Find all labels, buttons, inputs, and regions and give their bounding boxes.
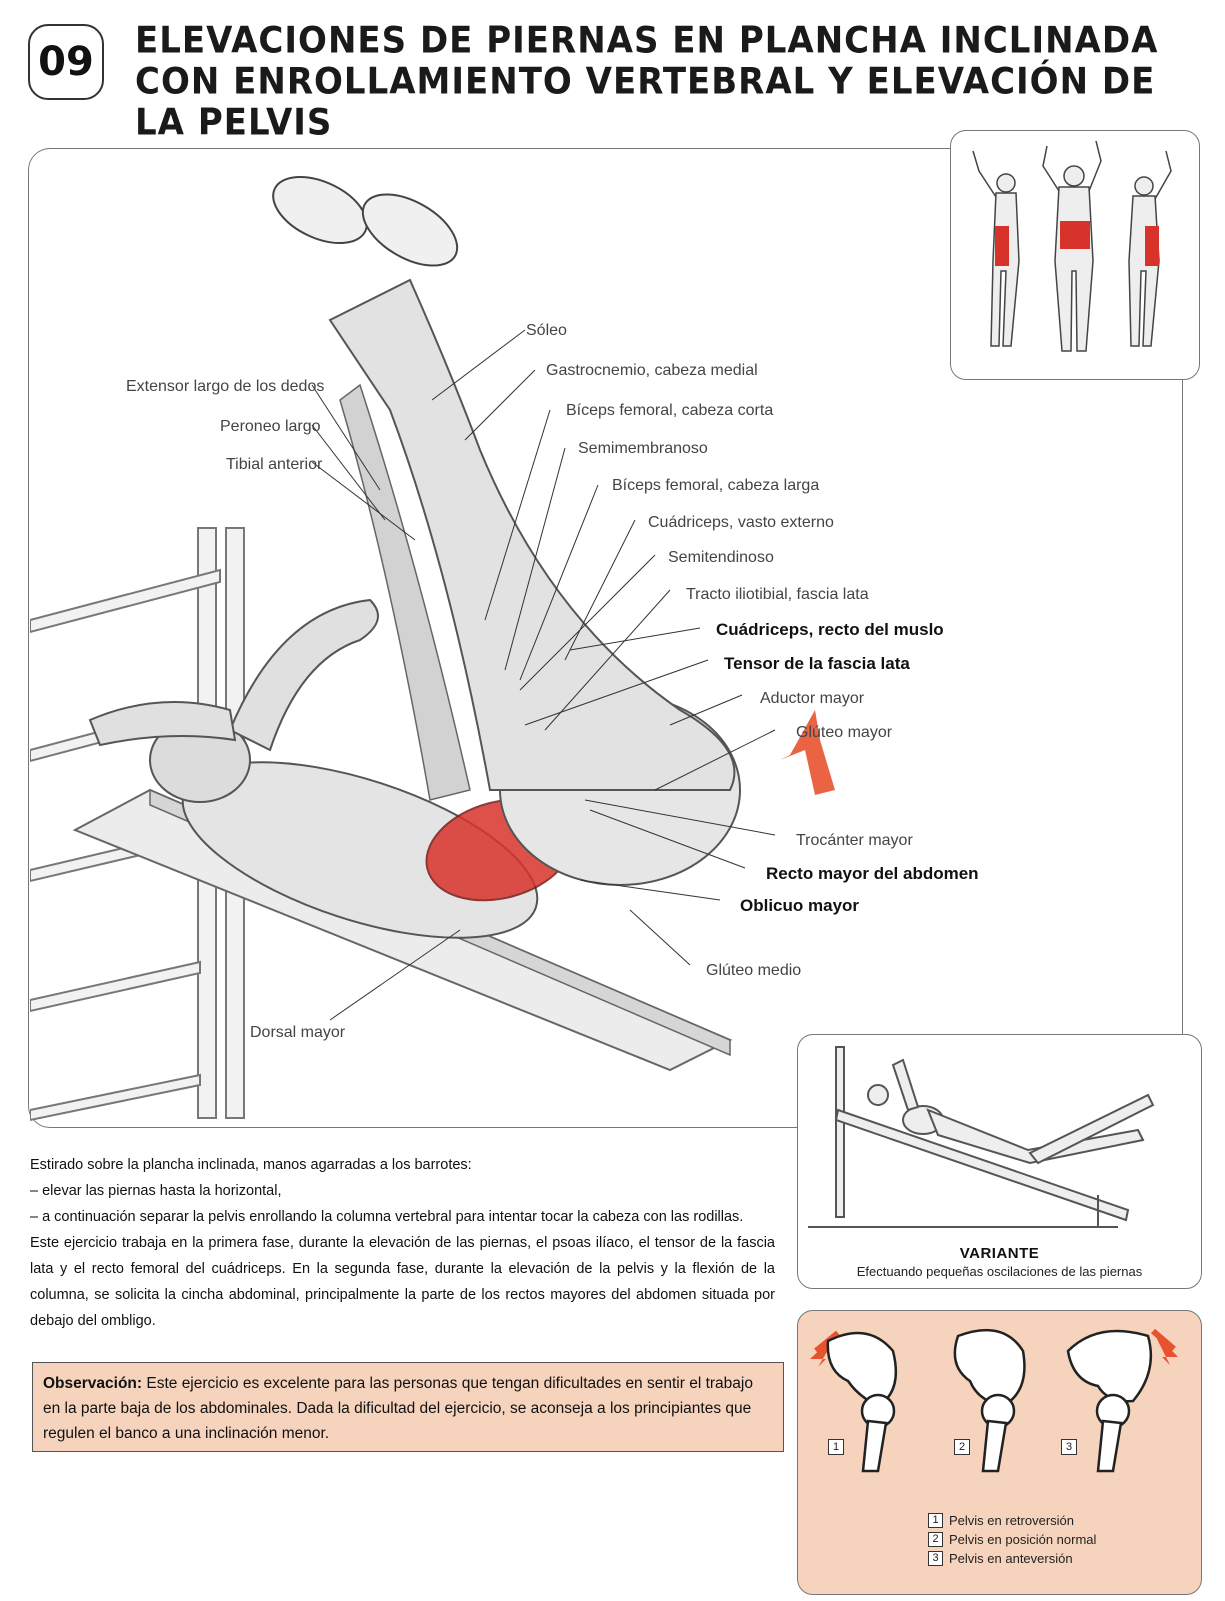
legend-text: Pelvis en anteversión — [949, 1551, 1073, 1566]
variant-panel: VARIANTE Efectuando pequeñas oscilacione… — [797, 1034, 1202, 1289]
label-peroneo: Peroneo largo — [220, 418, 321, 435]
description-body: Este ejercicio trabaja en la primera fas… — [30, 1235, 775, 1329]
up-arrow — [780, 710, 835, 795]
description-intro: Estirado sobre la plancha inclinada, man… — [30, 1157, 472, 1173]
legend-item: 2 Pelvis en posición normal — [928, 1530, 1096, 1549]
legend-text: Pelvis en retroversión — [949, 1513, 1074, 1528]
label-biceps-larga: Bíceps femoral, cabeza larga — [612, 477, 820, 494]
muscle-figures-illustration — [972, 140, 1172, 352]
abdominal-highlight — [995, 221, 1159, 266]
label-recto-muslo: Cuádriceps, recto del muslo — [716, 620, 944, 639]
label-semitendinoso: Semitendinoso — [668, 549, 774, 566]
legend-number: 2 — [928, 1532, 943, 1547]
label-semimembranoso: Semimembranoso — [578, 440, 708, 457]
legend-item: 3 Pelvis en anteversión — [928, 1549, 1096, 1568]
pelvis-number-1: 1 — [828, 1439, 844, 1455]
legs — [328, 278, 736, 791]
label-gluteo-medio: Glúteo medio — [706, 962, 802, 979]
pelvis-number-2: 2 — [954, 1439, 970, 1455]
label-recto-abdomen: Recto mayor del abdomen — [766, 864, 979, 883]
pelvis-legend: 1 Pelvis en retroversión 2 Pelvis en pos… — [928, 1511, 1096, 1568]
pelvis-positions-panel: 1 2 3 1 Pelvis en retroversión 2 Pelvis … — [797, 1310, 1202, 1595]
label-gastrocnemio: Gastrocnemio, cabeza medial — [546, 362, 758, 379]
label-oblicuo: Oblicuo mayor — [740, 896, 860, 915]
label-trocanter: Trocánter mayor — [796, 832, 913, 849]
observation-note: Observación: Este ejercicio es excelente… — [32, 1362, 784, 1452]
label-tracto: Tracto iliotibial, fascia lata — [686, 586, 869, 603]
legend-text: Pelvis en posición normal — [949, 1532, 1097, 1547]
muscle-figures-panel — [950, 130, 1200, 380]
label-tensor: Tensor de la fascia lata — [724, 654, 910, 673]
label-vasto-externo: Cuádriceps, vasto externo — [648, 514, 834, 531]
description: Estirado sobre la plancha inclinada, man… — [30, 1152, 775, 1334]
variant-title: VARIANTE — [959, 1245, 1040, 1262]
variant-caption: Efectuando pequeñas oscilaciones de las … — [856, 1264, 1143, 1279]
label-tibial: Tibial anterior — [226, 456, 323, 473]
observation-text: Este ejercicio es excelente para las per… — [43, 1375, 753, 1442]
label-biceps-corta: Bíceps femoral, cabeza corta — [566, 402, 774, 419]
label-extensor: Extensor largo de los dedos — [126, 378, 325, 395]
pelvis-number-3: 3 — [1061, 1439, 1077, 1455]
illustration-frame — [28, 148, 1183, 1128]
legend-item: 1 Pelvis en retroversión — [928, 1511, 1096, 1530]
label-gluteo-mayor: Glúteo mayor — [796, 724, 893, 741]
exercise-number: 09 — [28, 24, 104, 100]
label-aductor: Aductor mayor — [760, 690, 865, 707]
label-soleo: Sóleo — [526, 322, 567, 339]
observation-label: Observación: — [43, 1375, 143, 1392]
label-dorsal: Dorsal mayor — [250, 1024, 346, 1041]
legend-number: 3 — [928, 1551, 943, 1566]
arm — [228, 598, 379, 752]
variant-illustration — [808, 1046, 1155, 1228]
leader-lines — [311, 329, 776, 1021]
description-step-2: – a continuación separar la pelvis enrol… — [30, 1209, 744, 1225]
description-step-1: – elevar las piernas hasta la horizontal… — [30, 1183, 282, 1199]
anatomy-illustration — [30, 175, 835, 1122]
page-title: ELEVACIONES DE PIERNAS EN PLANCHA INCLIN… — [135, 18, 1159, 145]
legend-number: 1 — [928, 1513, 943, 1528]
shoe — [272, 175, 368, 245]
pelvis-illustration — [810, 1328, 1178, 1473]
